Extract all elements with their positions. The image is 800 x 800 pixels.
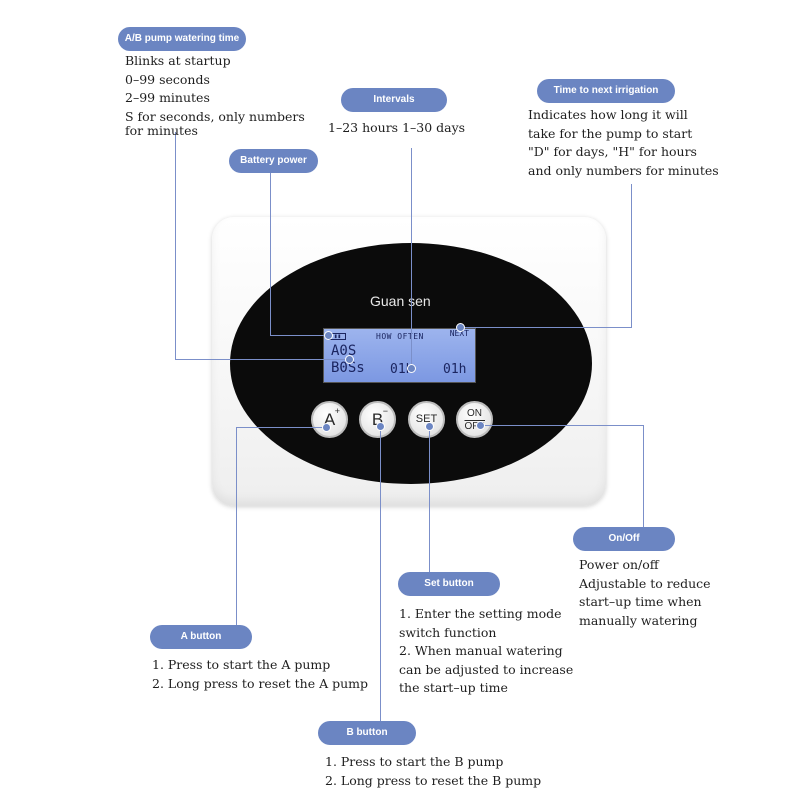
intervals-title: Intervals bbox=[341, 88, 447, 112]
set-button-title: Set button bbox=[398, 572, 500, 596]
description-line: switch function bbox=[399, 624, 497, 640]
on-label: ON bbox=[467, 408, 482, 419]
description-line: and only numbers for minutes bbox=[528, 162, 719, 178]
minus-icon: − bbox=[382, 406, 388, 416]
b-button-description: 1. Press to start the B pump 2. Long pre… bbox=[325, 753, 541, 790]
description-line: 1–23 hours 1–30 days bbox=[328, 120, 466, 135]
connector-dot bbox=[324, 331, 333, 340]
next-irrigation-title: Time to next irrigation bbox=[537, 79, 675, 103]
connector-dot bbox=[322, 423, 331, 432]
lcd-next-irrigation-value: 01h bbox=[443, 362, 467, 377]
connector-onoff-vertical bbox=[643, 425, 644, 527]
a-button[interactable]: A + bbox=[311, 401, 348, 438]
off-label: OFF bbox=[464, 420, 485, 432]
b-button-label: B bbox=[371, 410, 384, 429]
description-line: Blinks at startup bbox=[125, 53, 231, 68]
b-button[interactable]: B − bbox=[359, 401, 396, 438]
description-line: 2–99 minutes bbox=[125, 90, 210, 105]
ab-time-description: Blinks at startup 0–99 seconds 2–99 minu… bbox=[125, 52, 305, 138]
connector-dot bbox=[456, 323, 465, 332]
connector-next-horizontal bbox=[460, 327, 632, 328]
connector-a-vertical bbox=[236, 427, 237, 627]
description-line: S for seconds, only numbers bbox=[125, 108, 305, 124]
connector-dot bbox=[476, 421, 485, 430]
description-line: take for the pump to start bbox=[528, 125, 693, 141]
description-line: can be adjusted to increase bbox=[399, 661, 574, 677]
description-line: 2. When manual watering bbox=[399, 643, 563, 658]
description-line: start–up time when bbox=[579, 594, 702, 609]
connector-battery-horizontal bbox=[270, 335, 328, 336]
b-button-title: B button bbox=[318, 721, 416, 745]
description-line: manually watering bbox=[579, 612, 698, 628]
description-line: the start–up time bbox=[399, 680, 508, 695]
set-button[interactable]: SET bbox=[408, 401, 445, 438]
battery-title: Battery power bbox=[229, 149, 318, 173]
a-button-description: 1. Press to start the A pump 2. Long pre… bbox=[152, 656, 368, 693]
description-line: "D" for days, "H" for hours bbox=[528, 144, 697, 159]
ab-time-title: A/B pump watering time bbox=[118, 27, 246, 51]
connector-set-vertical bbox=[429, 426, 430, 572]
on-off-title: On/Off bbox=[573, 527, 675, 551]
lcd-b-pump-time: B0Ss bbox=[331, 360, 365, 376]
connector-next-vertical bbox=[631, 184, 632, 328]
plus-icon: + bbox=[334, 406, 340, 416]
connector-b-vertical bbox=[380, 426, 381, 722]
next-irrigation-description: Indicates how long it will take for the … bbox=[528, 106, 719, 180]
description-line: Power on/off bbox=[579, 557, 659, 572]
connector-battery-vertical bbox=[270, 170, 271, 336]
set-button-description: 1. Enter the setting mode switch functio… bbox=[399, 605, 573, 698]
connector-ab-time-horizontal bbox=[175, 359, 350, 360]
connector-intervals-vertical bbox=[411, 148, 412, 368]
a-button-label: A bbox=[323, 410, 336, 429]
a-button-title: A button bbox=[150, 625, 252, 649]
connector-ab-time-vertical bbox=[175, 132, 176, 360]
description-line: Adjustable to reduce bbox=[579, 575, 711, 591]
description-line: 0–99 seconds bbox=[125, 71, 210, 87]
description-line: for minutes bbox=[125, 122, 198, 138]
lcd-how-often-label: HOW OFTEN bbox=[376, 332, 424, 341]
description-line: 1. Press to start the A pump bbox=[152, 657, 331, 672]
connector-dot bbox=[407, 364, 416, 373]
connector-dot bbox=[345, 355, 354, 364]
on-off-button[interactable]: ON OFF bbox=[456, 401, 493, 438]
connector-onoff-horizontal bbox=[480, 425, 643, 426]
intervals-description: 1–23 hours 1–30 days bbox=[328, 119, 465, 138]
description-line: Indicates how long it will bbox=[528, 107, 688, 122]
connector-a-horizontal bbox=[236, 427, 326, 428]
description-line: 2. Long press to reset the A pump bbox=[152, 675, 368, 691]
lcd-next-label: NEXT bbox=[449, 329, 469, 338]
description-line: 2. Long press to reset the B pump bbox=[325, 772, 542, 788]
brand-name: Guan sen bbox=[370, 293, 431, 309]
on-off-description: Power on/off Adjustable to reduce start–… bbox=[579, 556, 711, 630]
connector-dot bbox=[376, 422, 385, 431]
connector-dot bbox=[425, 422, 434, 431]
description-line: 1. Enter the setting mode bbox=[399, 606, 562, 621]
description-line: 1. Press to start the B pump bbox=[325, 754, 504, 769]
